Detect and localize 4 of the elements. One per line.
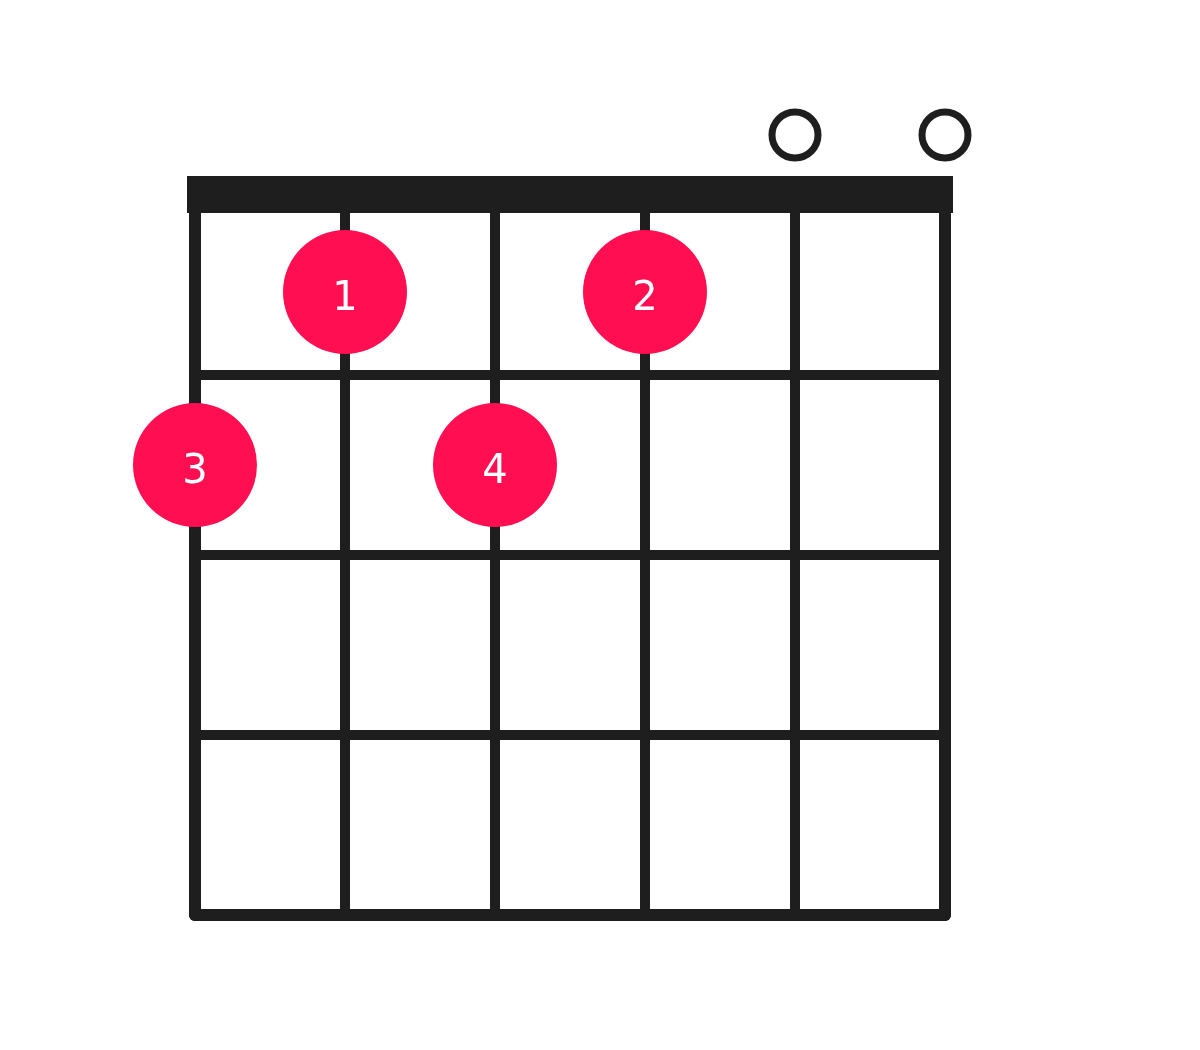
finger-number: 2 (632, 272, 658, 316)
finger-number: 4 (482, 445, 508, 489)
finger-number: 3 (182, 445, 208, 489)
finger-number: 1 (332, 272, 358, 316)
